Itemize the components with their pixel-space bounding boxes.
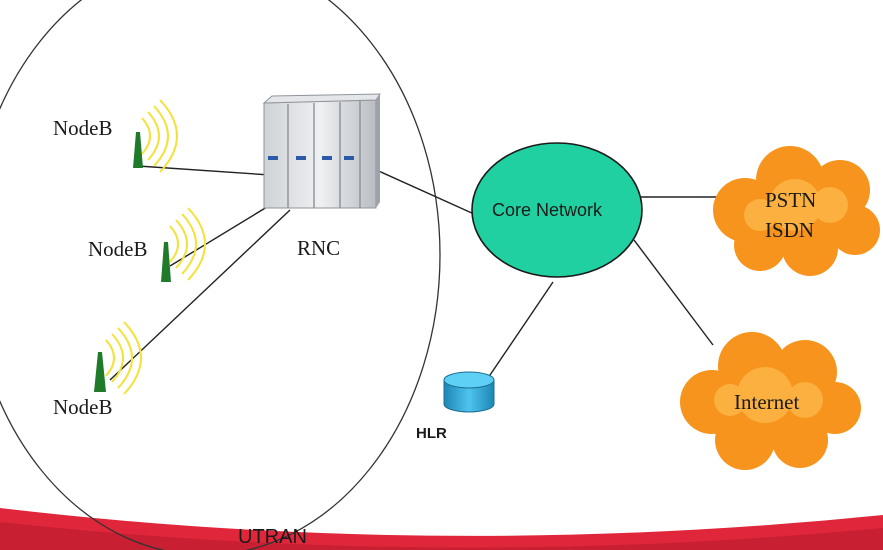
core-network-node: [471, 142, 643, 278]
rnc-label: RNC: [297, 236, 341, 260]
core-network-label: Core Network: [492, 200, 603, 220]
bottom-banner-highlight: [0, 522, 883, 550]
link-core-internet: [633, 239, 714, 346]
hlr-label: HLR: [416, 425, 447, 442]
hlr-database-icon: [443, 371, 495, 413]
internet-cloud: [680, 332, 861, 470]
nodeb-label-2: NodeB: [88, 237, 148, 261]
rnc-rack-icon: [262, 93, 381, 209]
bottom-banner: [0, 508, 883, 550]
link-core-hlr: [487, 281, 554, 379]
internet-label: Internet: [734, 390, 800, 414]
isdn-label: ISDN: [765, 218, 815, 242]
nodeb-label-3: NodeB: [53, 395, 113, 419]
nodeb-antenna-2: [161, 207, 206, 282]
pstn-label: PSTN: [765, 188, 817, 212]
pstn-isdn-cloud: [713, 146, 880, 276]
link-nodeb3-rnc: [109, 209, 291, 381]
link-rnc-core: [371, 167, 475, 215]
nodeb-antenna-3: [94, 321, 142, 395]
utran-boundary: [0, 0, 441, 550]
link-nodeb1-rnc: [137, 165, 271, 176]
utran-label: UTRAN: [238, 526, 307, 548]
nodeb-label-1: NodeB: [53, 116, 113, 140]
nodeb-antenna-1: [133, 99, 178, 173]
